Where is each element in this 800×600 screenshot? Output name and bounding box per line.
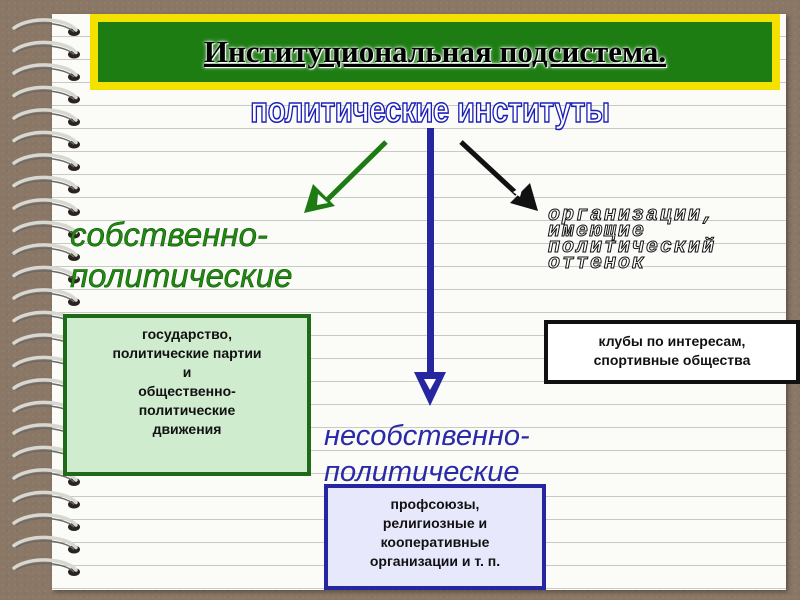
title-banner: Институциональная подсистема.	[90, 14, 780, 90]
box-line: и	[182, 364, 192, 380]
notebook-page	[52, 14, 786, 590]
box-line: политические	[138, 402, 236, 418]
arrow-down-left-icon	[304, 140, 388, 213]
category-line: политические	[324, 456, 520, 488]
category-line: политический	[548, 236, 717, 259]
arrow-down-right-icon	[459, 140, 538, 211]
political-tinge-examples-box: клубы по интересам, спортивные общества	[544, 320, 800, 384]
box-line: движения	[152, 421, 222, 437]
box-line: государство,	[142, 326, 232, 342]
box-line: религиозные и	[382, 515, 488, 531]
box-line: клубы по интересам,	[598, 333, 746, 349]
category-line: имеющие	[548, 220, 647, 243]
category-proper-political: собственно- политические	[70, 214, 330, 296]
category-line: собственно-	[70, 216, 268, 254]
box-line: спортивные общества	[593, 352, 751, 368]
category-non-proper-political: несобственно- политические	[324, 418, 584, 490]
box-line: профсоюзы,	[390, 496, 480, 512]
category-line: политические	[70, 257, 293, 295]
box-line: кооперативные	[380, 534, 490, 550]
category-line: оттенок	[548, 252, 647, 275]
arrow-down-icon	[414, 128, 446, 406]
category-political-tinge: организации, имеющие политический оттено…	[548, 204, 798, 275]
proper-political-examples-box: государство, политические партии и общес…	[63, 314, 311, 476]
page-title: Институциональная подсистема.	[203, 34, 667, 69]
category-line: организации,	[548, 204, 717, 227]
category-line: несобственно-	[324, 420, 530, 452]
box-line: организации и т. п.	[369, 553, 501, 569]
diagram-heading: политические институты	[250, 89, 611, 131]
box-line: политические партии	[112, 345, 262, 361]
non-proper-political-examples-box: профсоюзы, религиозные и кооперативные о…	[324, 484, 546, 590]
box-line: общественно-	[138, 383, 236, 399]
title-panel: Институциональная подсистема.	[98, 22, 772, 82]
